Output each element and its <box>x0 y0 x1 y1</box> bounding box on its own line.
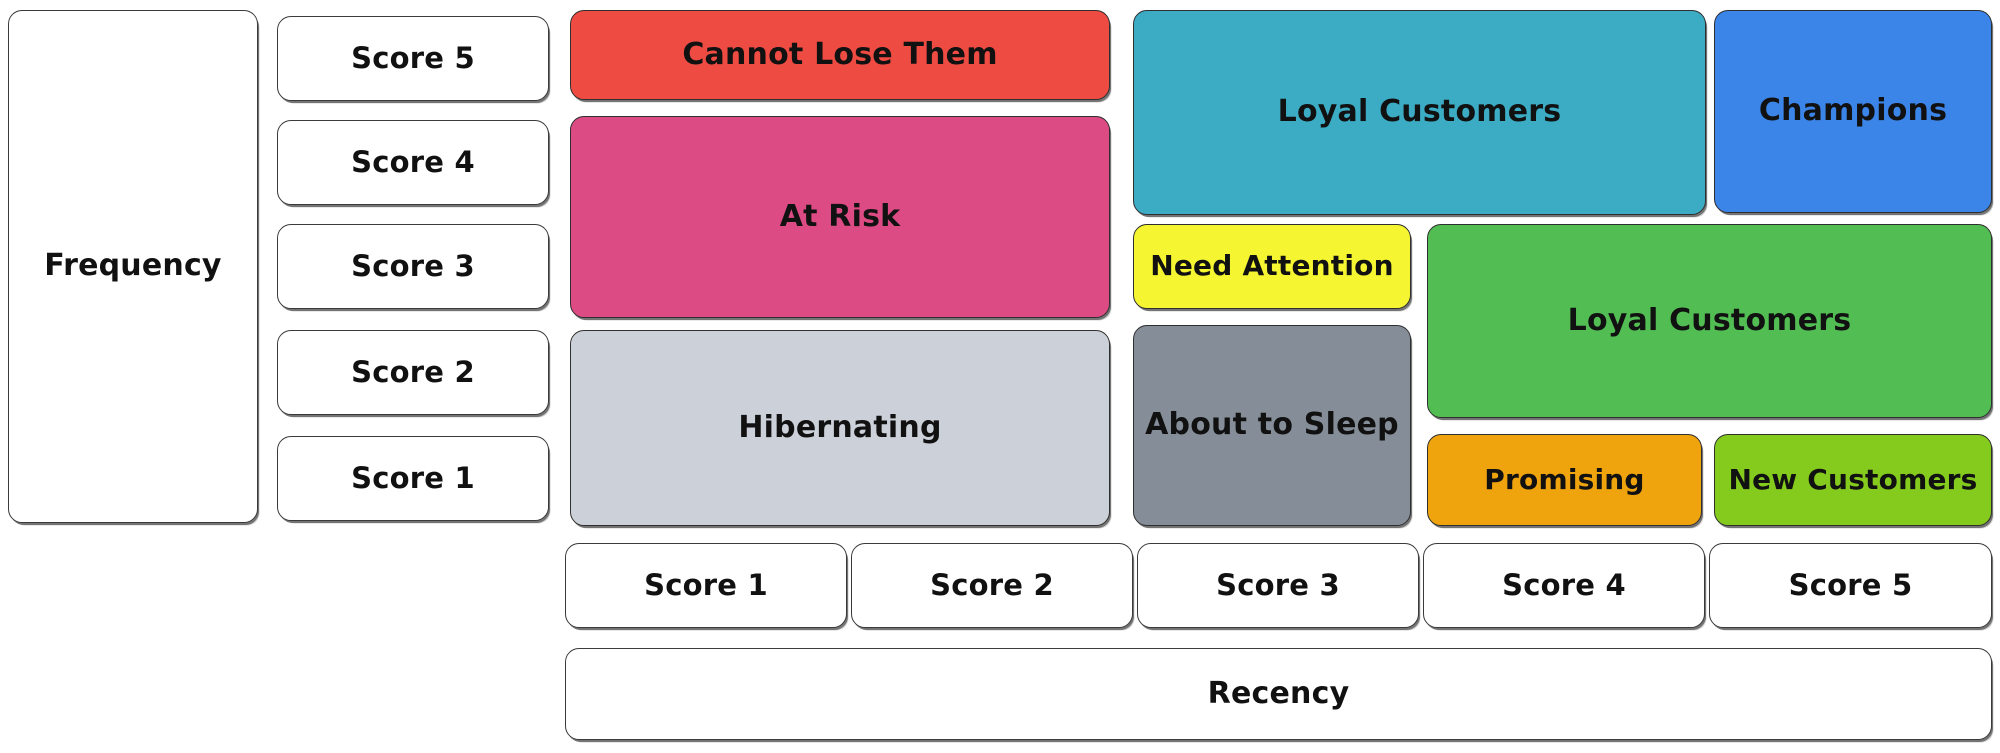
segment-at-risk[interactable]: At Risk <box>570 116 1110 318</box>
frequency-axis-text: Frequency <box>44 248 222 284</box>
frequency-score-2: Score 2 <box>277 330 549 415</box>
recency-score-1: Score 1 <box>565 543 847 628</box>
segment-champions[interactable]: Champions <box>1714 10 1992 213</box>
recency-score-5: Score 5 <box>1709 543 1992 628</box>
segment-loyal-customers-green[interactable]: Loyal Customers <box>1427 224 1992 418</box>
recency-score-4: Score 4 <box>1423 543 1705 628</box>
recency-axis-text: Recency <box>1207 675 1350 711</box>
frequency-score-1: Score 1 <box>277 436 549 521</box>
segment-new-customers[interactable]: New Customers <box>1714 434 1992 526</box>
segment-about-to-sleep[interactable]: About to Sleep <box>1133 325 1411 526</box>
segment-hibernating[interactable]: Hibernating <box>570 330 1110 526</box>
segment-cannot-lose-them[interactable]: Cannot Lose Them <box>570 10 1110 100</box>
recency-score-3: Score 3 <box>1137 543 1419 628</box>
frequency-score-5: Score 5 <box>277 16 549 101</box>
frequency-axis-label: Frequency <box>8 10 258 523</box>
recency-axis-label: Recency <box>565 648 1992 740</box>
segment-promising[interactable]: Promising <box>1427 434 1702 526</box>
recency-score-2: Score 2 <box>851 543 1133 628</box>
frequency-score-4: Score 4 <box>277 120 549 205</box>
segment-loyal-customers-teal[interactable]: Loyal Customers <box>1133 10 1706 215</box>
segment-need-attention[interactable]: Need Attention <box>1133 224 1411 309</box>
frequency-score-3: Score 3 <box>277 224 549 309</box>
